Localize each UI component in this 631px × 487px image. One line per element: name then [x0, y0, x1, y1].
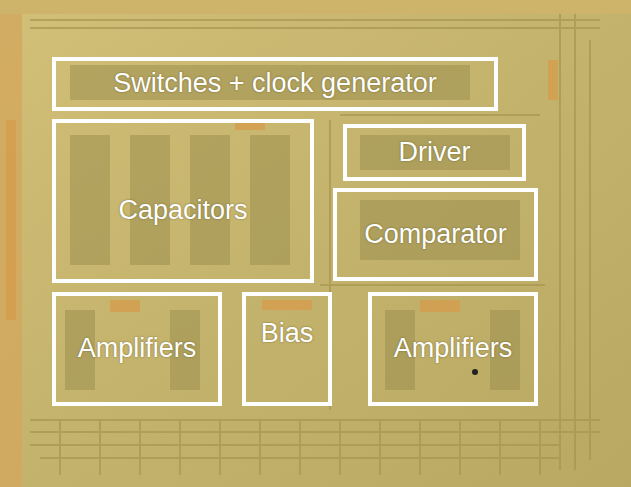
block-outline: Switches + clock generator	[52, 57, 498, 111]
block-label: Amplifiers	[394, 334, 513, 364]
block-outline: Amplifiers	[52, 292, 222, 406]
block-label: Amplifiers	[78, 334, 197, 364]
block-outline: Driver	[343, 124, 526, 181]
block-outline: Comparator	[333, 188, 538, 281]
block-outline: Capacitors	[52, 119, 314, 283]
block-outline: Bias	[242, 292, 332, 406]
block-outline: Amplifiers	[368, 292, 538, 406]
block-label: Comparator	[364, 220, 507, 250]
block-label: Capacitors	[118, 196, 247, 226]
block-label: Driver	[399, 138, 471, 168]
block-label: Bias	[261, 319, 314, 349]
block-label: Switches + clock generator	[113, 69, 436, 99]
